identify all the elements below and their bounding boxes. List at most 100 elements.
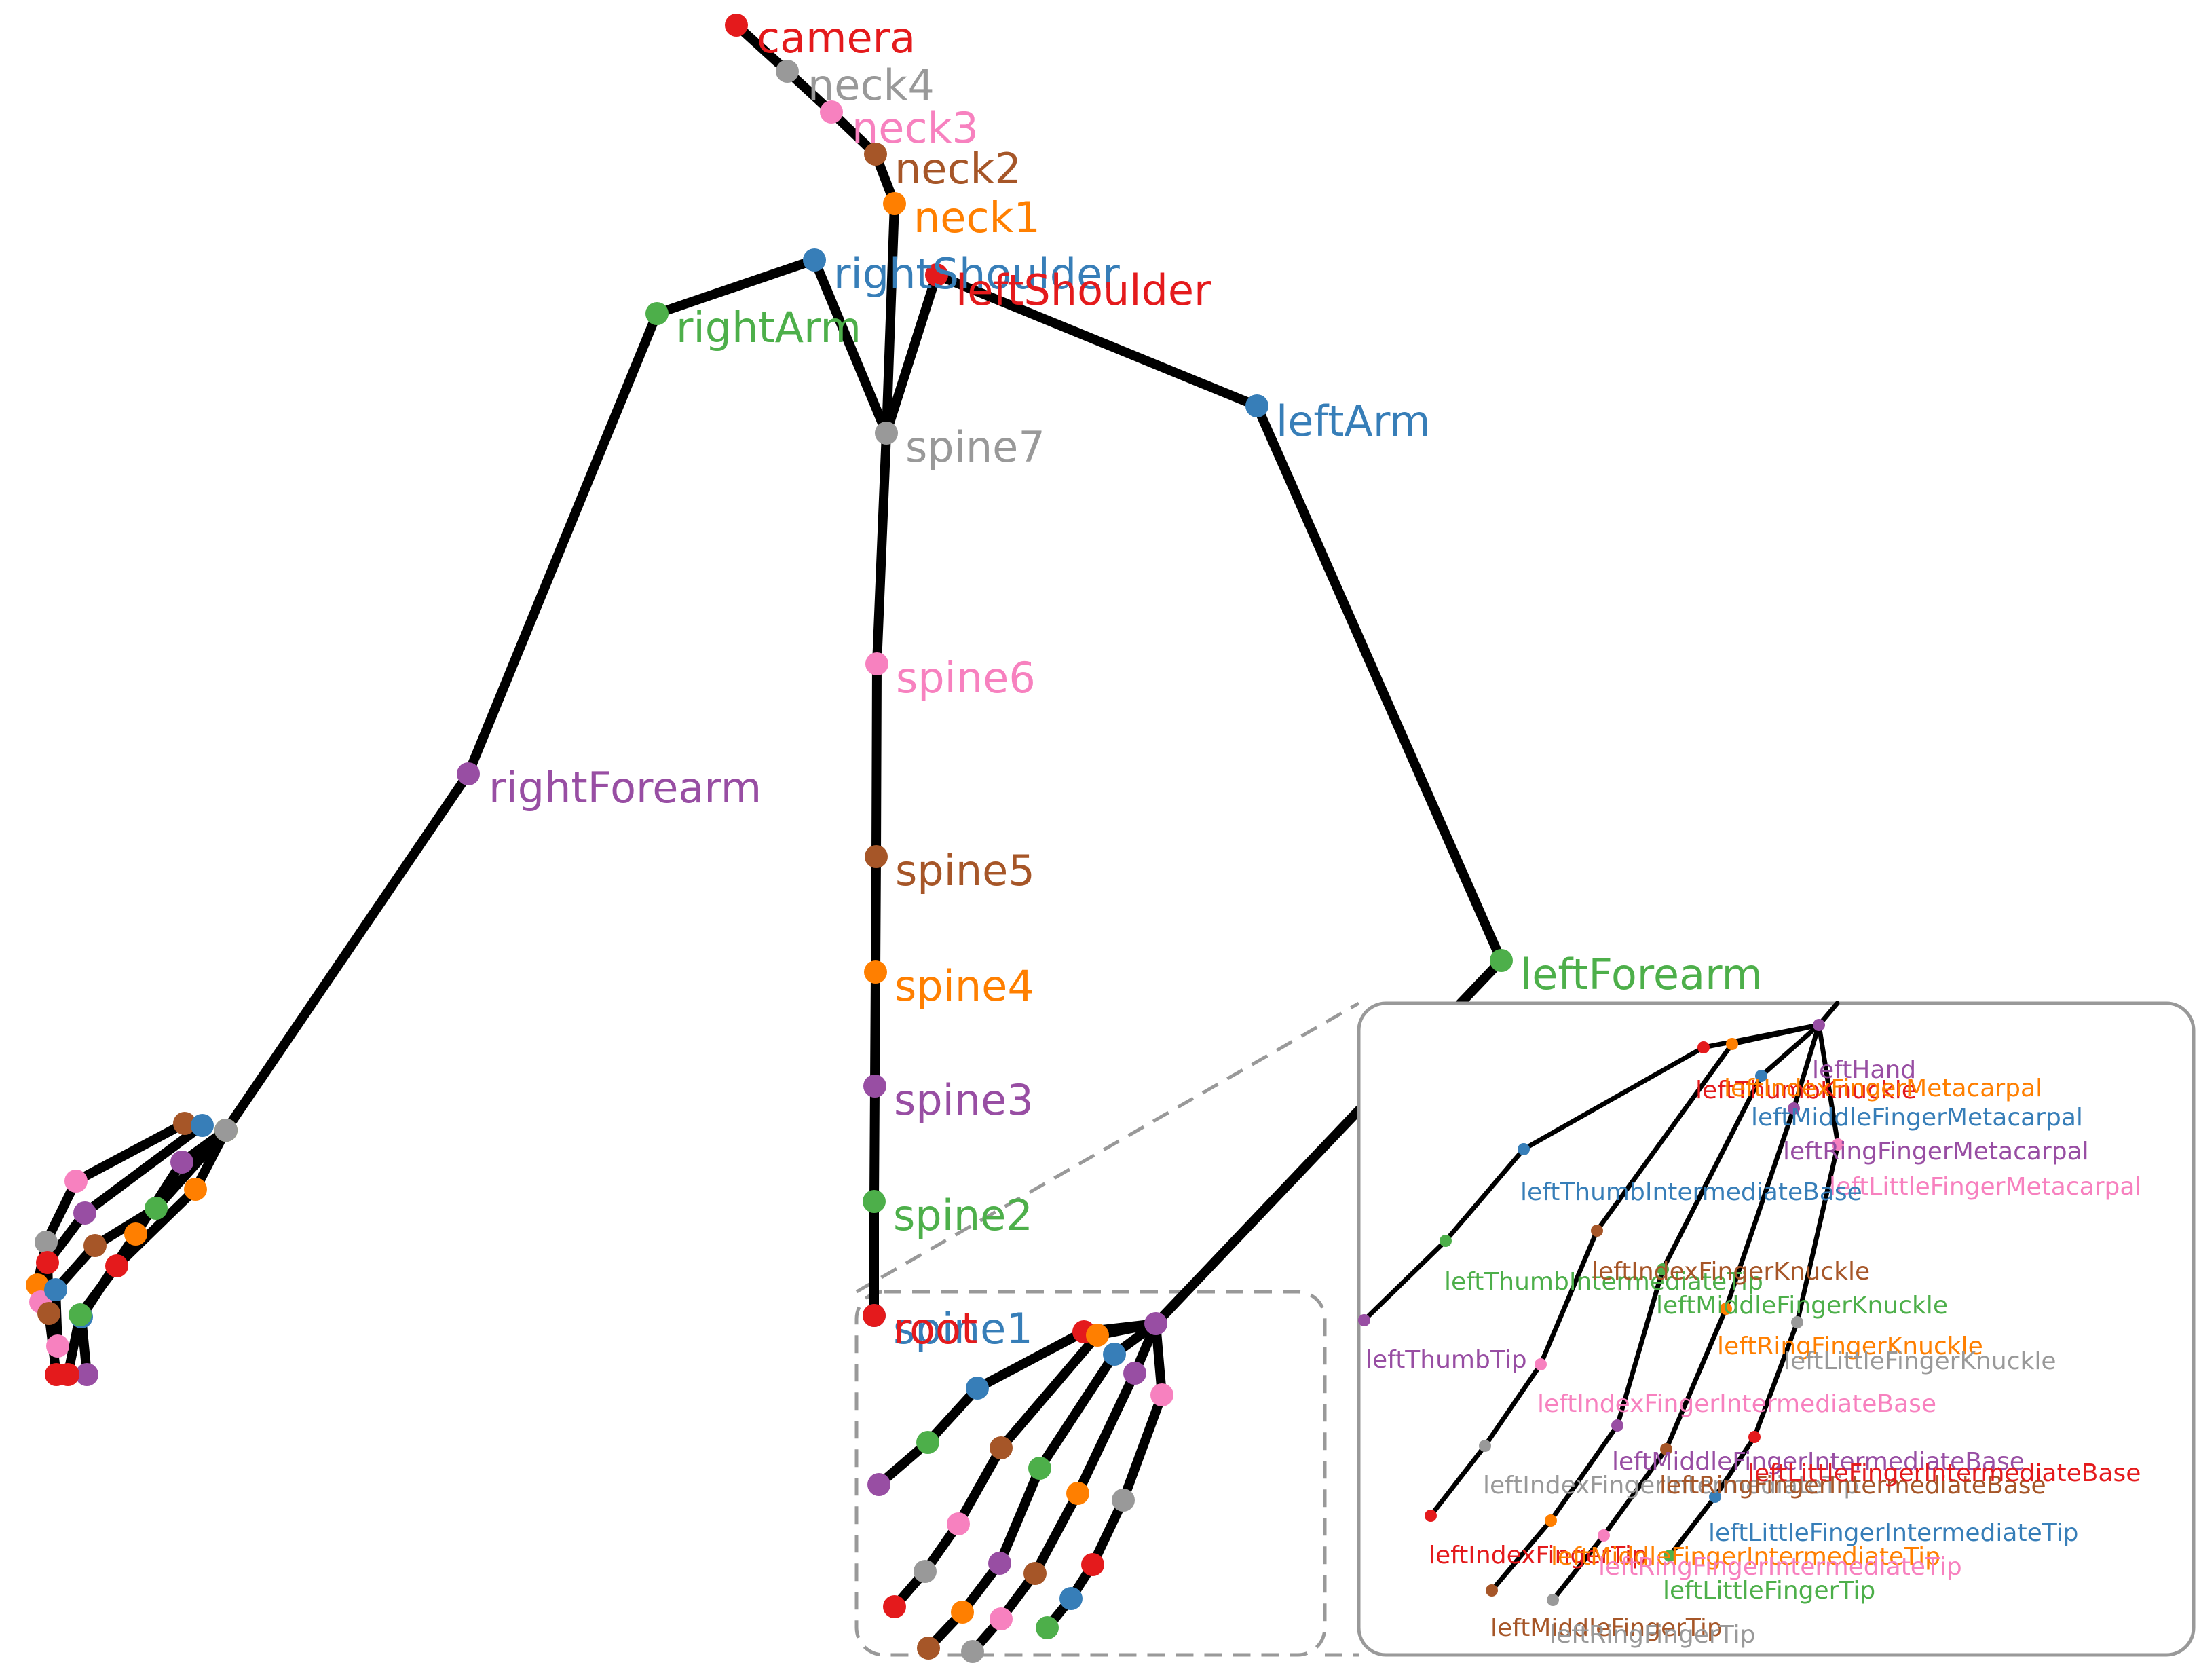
- joint-leftRingFingerIntermediateBase: [1660, 1443, 1672, 1455]
- label-rightForearm: rightForearm: [489, 763, 762, 813]
- bone-leftHand-leftIndexFingerMetacarpal: [1729, 1022, 1822, 1047]
- label-neck2: neck2: [895, 144, 1021, 193]
- hand-joint-node: [914, 1560, 937, 1583]
- joint-leftThumbIntermediateTip: [1440, 1235, 1452, 1247]
- bone-rightArm-rightForearm: [464, 309, 662, 779]
- label-leftThumbIntermediateTip: leftThumbIntermediateTip: [1444, 1268, 1763, 1296]
- joint-neck2: [864, 143, 887, 166]
- joint-leftRingFingerIntermediateTip: [1598, 1529, 1610, 1542]
- joint-root: [863, 1304, 886, 1327]
- joint-camera: [725, 14, 748, 37]
- bone-leftRingFingerKnuckle-leftRingFingerIntermediateBase: [1664, 1306, 1729, 1452]
- joint-leftLittleFingerKnuckle: [1791, 1316, 1803, 1328]
- bone-leftLittleFingerKnuckle-leftLittleFingerIntermediateBase: [1752, 1320, 1800, 1440]
- label-leftRingFingerMetacarpal: leftRingFingerMetacarpal: [1783, 1138, 2089, 1165]
- hand-joint-node: [867, 1473, 890, 1496]
- hand-joint-node: [105, 1254, 128, 1277]
- label-root: root: [893, 1304, 977, 1354]
- label-leftMiddleFingerIntermediateBase: leftMiddleFingerIntermediateBase: [1612, 1448, 2025, 1476]
- bone-leftThumbIntermediateBase-leftThumbIntermediateTip: [1443, 1146, 1526, 1244]
- joint-leftMiddleFingerIntermediateTip: [1545, 1514, 1557, 1527]
- bone-spine3-spine2: [869, 1081, 880, 1206]
- zoom-source-box: [854, 1290, 1327, 1657]
- bone-leftHand-leftLittleFingerMetacarpal: [1816, 1022, 1841, 1147]
- joint-leftIndexFingerIntermediateBase: [1535, 1358, 1547, 1370]
- bone-spine6-spine5: [871, 659, 882, 861]
- label-rightShoulder: rightShoulder: [833, 249, 1120, 299]
- label-rightArm: rightArm: [676, 303, 861, 352]
- label-leftThumbTip: leftThumbTip: [1366, 1346, 1527, 1374]
- label-leftRingFingerIntermediateTip: leftRingFingerIntermediateTip: [1598, 1553, 1962, 1581]
- hand-joint-node: [990, 1607, 1013, 1630]
- joint-leftMiddleFingerIntermediateBase: [1611, 1419, 1623, 1432]
- hand-joint-node: [917, 1637, 940, 1660]
- joint-neck1: [883, 192, 906, 215]
- bone-leftIndexFingerIntermediateTip-leftIndexFingerTip: [1428, 1443, 1488, 1518]
- hand-joint-node: [951, 1601, 974, 1624]
- label-leftLittleFingerIntermediateBase: leftLittleFingerIntermediateBase: [1748, 1459, 2141, 1487]
- label-neck4: neck4: [808, 60, 935, 110]
- body-joints: [457, 14, 1513, 1327]
- zoom-guide-lines: [855, 1001, 1360, 1657]
- hand-joint-node: [64, 1170, 88, 1193]
- label-leftIndexFingerKnuckle: leftIndexFingerKnuckle: [1592, 1258, 1870, 1286]
- bone-leftRingFingerIntermediateBase-leftRingFingerIntermediateTip: [1601, 1446, 1669, 1538]
- joint-leftRingFingerKnuckle: [1720, 1303, 1732, 1315]
- bone-leftIndexFingerKnuckle-leftIndexFingerIntermediateBase: [1538, 1228, 1600, 1367]
- hand-joint-node: [173, 1112, 196, 1135]
- bone-leftMiddleFingerMetacarpal-leftMiddleFingerKnuckle: [1660, 1073, 1764, 1272]
- hand-joint-node: [1023, 1562, 1047, 1585]
- hand-joint-node: [69, 1303, 92, 1326]
- label-leftIndexFingerTip: leftIndexFingerTip: [1429, 1542, 1647, 1569]
- label-camera: camera: [757, 13, 916, 62]
- hand-joint-node: [1103, 1343, 1126, 1366]
- label-spine4: spine4: [895, 961, 1034, 1011]
- hand-joint-node: [1112, 1489, 1135, 1512]
- label-leftRingFingerKnuckle: leftRingFingerKnuckle: [1717, 1332, 1983, 1360]
- hand-joint-node: [1086, 1324, 1109, 1347]
- joint-leftIndexFingerKnuckle: [1591, 1225, 1603, 1237]
- joint-leftThumbTip: [1358, 1314, 1370, 1326]
- bone-rightShoulder-rightArm: [652, 255, 819, 318]
- joint-leftMiddleFingerKnuckle: [1657, 1263, 1669, 1275]
- joint-leftShoulder: [925, 263, 948, 286]
- bone-spine7-spine6: [872, 428, 891, 669]
- joint-spine6: [865, 652, 888, 675]
- bone-leftLittleFingerIntermediateTip-leftLittleFingerTip: [1667, 1494, 1718, 1558]
- bone-leftShoulder-leftArm: [932, 270, 1262, 411]
- joint-spine2: [863, 1190, 886, 1213]
- hand-joint-node: [966, 1377, 989, 1400]
- joint-leftThumbKnuckle: [1697, 1041, 1710, 1053]
- bone-leftRingFingerMetacarpal-leftRingFingerKnuckle: [1723, 1106, 1797, 1311]
- joint-leftLittleFingerIntermediateBase: [1748, 1431, 1761, 1443]
- joint-leftHand: [1813, 1019, 1825, 1031]
- hand-inset: leftHandleftThumbKnuckleleftIndexFingerM…: [1358, 1001, 2141, 1649]
- hand-joint-node: [1150, 1383, 1173, 1406]
- joint-leftLittleFingerIntermediateTip: [1709, 1491, 1721, 1503]
- hand-joint-node: [145, 1197, 168, 1220]
- hand-joint-node: [214, 1119, 238, 1142]
- joint-leftLittleFingerTip: [1664, 1550, 1676, 1562]
- label-spine1: spine1: [893, 1304, 1033, 1354]
- joint-leftForearm: [1490, 949, 1513, 972]
- bone-leftMiddleFingerIntermediateTip-leftMiddleFingerTip: [1489, 1518, 1554, 1593]
- label-leftThumbIntermediateBase: leftThumbIntermediateBase: [1520, 1178, 1862, 1206]
- hand-joint-node: [46, 1334, 69, 1358]
- joint-leftMiddleFingerTip: [1486, 1584, 1498, 1597]
- bone-leftIndexFingerIntermediateBase-leftIndexFingerIntermediateTip: [1482, 1362, 1543, 1449]
- hand-joint-node: [37, 1302, 60, 1325]
- hand-joint-node: [1036, 1616, 1059, 1639]
- label-leftLittleFingerIntermediateTip: leftLittleFingerIntermediateTip: [1708, 1519, 2078, 1547]
- joint-rightShoulder: [803, 248, 826, 272]
- label-leftHand: leftHand: [1812, 1056, 1916, 1084]
- bone-spine7-leftShoulder: [882, 270, 941, 438]
- hand-joint-node: [883, 1595, 906, 1618]
- finger-bones: [924, 1319, 1161, 1653]
- joint-leftLittleFingerMetacarpal: [1832, 1138, 1844, 1151]
- bone-leftThumbIntermediateTip-leftThumbTip: [1361, 1238, 1448, 1323]
- hand-joint-node: [75, 1363, 98, 1386]
- label-leftIndexFingerIntermediateBase: leftIndexFingerIntermediateBase: [1537, 1390, 1936, 1418]
- label-leftIndexFingerIntermediateTip: leftIndexFingerIntermediateTip: [1483, 1472, 1859, 1499]
- left-hand-cluster: [867, 1312, 1173, 1663]
- joint-neck3: [820, 100, 843, 124]
